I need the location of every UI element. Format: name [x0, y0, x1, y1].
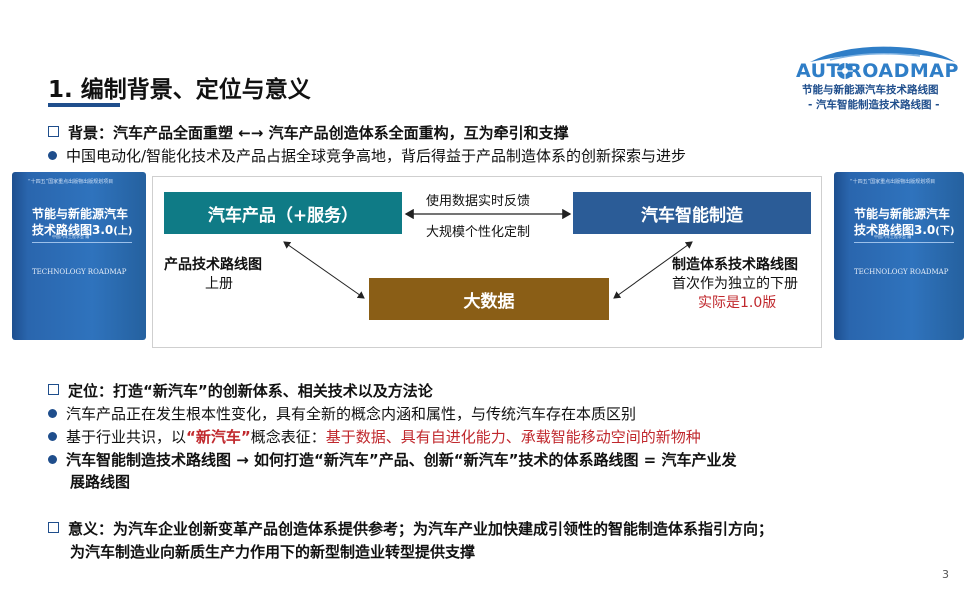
arrow-label-feedback: 使用数据实时反馈 — [426, 194, 531, 209]
position-bullet-3: 汽车智能制造技术路线图 → 如何打造“新汽车”产品、创新“新汽车”技术的体系路线… — [48, 449, 736, 471]
book-title-right: 节能与新能源汽车 技术路线图3.0(下) — [854, 207, 955, 237]
box-big-data: 大数据 — [369, 278, 609, 320]
arrow-label-customization: 大规模个性化定制 — [426, 225, 531, 240]
position-bullet-3-cont: 展路线图 — [70, 473, 131, 491]
book-publisher: 中国汽车工程学会 编 — [52, 234, 90, 239]
square-bullet-icon — [48, 522, 59, 533]
logo-subtitle-2: - 汽车智能制造技术路线图 - — [808, 99, 940, 111]
title-underline — [48, 103, 120, 107]
box-product: 汽车产品（+服务） — [164, 192, 402, 234]
diagram-arrows — [283, 208, 693, 299]
book-en-title: TECHNOLOGY ROADMAP — [32, 268, 127, 276]
meaning-line-1: 意义：为汽车企业创新变革产品创造体系提供参考；为汽车产业加快建成引领性的智能制造… — [48, 518, 773, 540]
page-title: 1. 编制背景、定位与意义 — [48, 77, 311, 103]
label-manufacturing-roadmap: 制造体系技术路线图 — [672, 257, 798, 273]
arrow-right-diagonal — [613, 241, 693, 299]
label-volume-1: 上册 — [205, 276, 233, 292]
box-smart-manufacturing: 汽车智能制造 — [573, 192, 811, 234]
round-bullet-icon — [48, 455, 57, 464]
background-bullet: 中国电动化/智能化技术及产品占据全球竞争高地，背后得益于产品制造体系的创新探索与… — [48, 145, 686, 167]
logo-text: AUT ROADMAP — [796, 60, 959, 82]
square-bullet-icon — [48, 384, 59, 395]
book-cover-right: “十四五”国家重点出版物出版规划项目 节能与新能源汽车 技术路线图3.0(下) … — [834, 172, 964, 340]
page-number: 3 — [942, 568, 949, 581]
position-bullet-1: 汽车产品正在发生根本性变化，具有全新的概念内涵和属性，与传统汽车存在本质区别 — [48, 403, 636, 425]
book-title-left: 节能与新能源汽车 技术路线图3.0(上) — [32, 207, 133, 237]
position-heading: 定位：打造“新汽车”的创新体系、相关技术以及方法论 — [48, 380, 433, 402]
background-heading: 背景：汽车产品全面重塑 ←→ 汽车产品创造体系全面重构，互为牵引和支撑 — [48, 122, 569, 144]
meaning-line-2: 为汽车制造业向新质生产力作用下的新型制造业转型提供支撑 — [70, 543, 476, 561]
book-cover-left: “十四五”国家重点出版物出版规划项目 节能与新能源汽车 技术路线图3.0(上) … — [12, 172, 146, 340]
car-logo-icon — [810, 46, 955, 62]
logo-subtitle: 节能与新能源汽车技术路线图 — [802, 84, 939, 96]
round-bullet-icon — [48, 409, 57, 418]
book-en-title: TECHNOLOGY ROADMAP — [854, 268, 949, 276]
book-header: “十四五”国家重点出版物出版规划项目 — [850, 179, 936, 185]
label-product-roadmap: 产品技术路线图 — [164, 257, 262, 273]
square-bullet-icon — [48, 126, 59, 137]
book-header: “十四五”国家重点出版物出版规划项目 — [28, 179, 114, 185]
label-version-note: 实际是1.0版 — [698, 295, 777, 311]
position-bullet-2: 基于行业共识，以“新汽车”概念表征：基于数据、具有自进化能力、承载智能移动空间的… — [48, 426, 701, 448]
book-publisher: 中国汽车工程学会 编 — [874, 234, 912, 239]
round-bullet-icon — [48, 432, 57, 441]
label-volume-2: 首次作为独立的下册 — [672, 276, 798, 292]
logo-wheel-icon — [837, 63, 853, 79]
round-bullet-icon — [48, 151, 57, 160]
arrow-left-diagonal — [283, 241, 365, 299]
